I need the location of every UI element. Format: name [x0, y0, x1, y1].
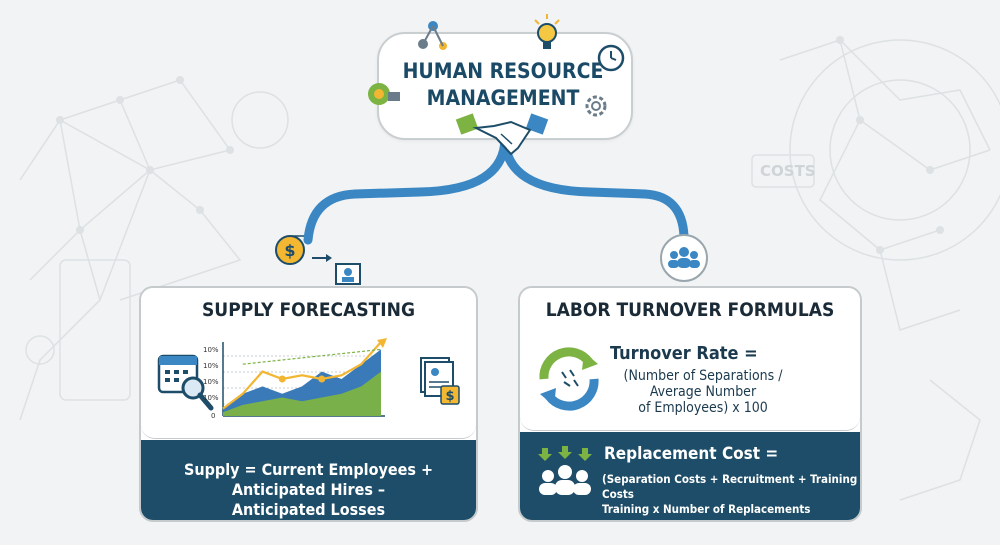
data-point — [278, 375, 286, 383]
trend-line-series — [222, 341, 382, 410]
supply-formula: Supply = Current Employees + Anticipated… — [141, 460, 476, 520]
clock-icon — [597, 44, 625, 72]
gear-icon — [585, 95, 607, 117]
handshake-icon — [456, 113, 549, 156]
hrm-title-line1: HUMAN RESOURCE — [402, 59, 604, 83]
turnover-card-body: LABOR TURNOVER FORMULAS Turnover Rate = … — [520, 288, 860, 431]
projection-line — [242, 348, 382, 365]
supply-card-title: SUPPLY FORECASTING — [202, 299, 415, 321]
supply-forecast-chart — [222, 338, 387, 417]
supply-formula-line1: Supply = Current Employees + — [183, 460, 434, 479]
y-tick-label: 10% — [203, 394, 219, 402]
supply-formula-line3: Anticipated Losses — [231, 500, 386, 519]
supply-forecasting-card: SUPPLY FORECASTING 10% 10% 10% 10% 0 — [139, 286, 478, 522]
svg-text:$: $ — [445, 389, 454, 404]
hrm-title-box — [377, 32, 633, 140]
calendar-search-icon — [157, 354, 214, 411]
trend-arrow-head — [377, 338, 387, 348]
svg-text:$: $ — [284, 241, 295, 260]
lightbulb-icon — [534, 14, 560, 49]
area-series-2 — [223, 371, 381, 416]
turnover-rate-line2: Average Number — [649, 384, 757, 400]
supply-card-body: SUPPLY FORECASTING 10% 10% 10% 10% 0 — [141, 288, 476, 439]
turnover-cycle-icon — [539, 347, 599, 411]
supply-formula-panel: Supply = Current Employees + Anticipated… — [141, 440, 476, 520]
replacement-cost-title: Replacement Cost = — [604, 444, 779, 464]
network-icon — [418, 21, 447, 50]
replacement-cost-line1: (Separation Costs + Recruitment + Traini… — [602, 472, 858, 501]
turnover-rate-title: Turnover Rate = — [610, 343, 758, 364]
background-costs-label: COSTS — [760, 162, 816, 180]
y-tick-label: 10% — [203, 346, 219, 354]
team-group-icon — [660, 234, 708, 282]
labor-turnover-card: LABOR TURNOVER FORMULAS Turnover Rate = … — [518, 286, 862, 522]
document-dollar-icon: $ — [420, 357, 460, 405]
supply-formula-line2: Anticipated Hires – — [231, 480, 386, 499]
y-tick-label: 0 — [211, 412, 216, 420]
people-arrows-icon — [538, 446, 592, 495]
dollar-coin-icon: $ — [275, 235, 305, 265]
hrm-title-line2: MANAGEMENT — [426, 86, 580, 110]
turnover-rate-formula: (Number of Separations / Average Number … — [608, 368, 798, 416]
presentation-icon — [368, 83, 400, 105]
y-tick-label: 10% — [203, 378, 219, 386]
turnover-card-title: LABOR TURNOVER FORMULAS — [545, 299, 835, 321]
hrm-title: HUMAN RESOURCE MANAGEMENT — [377, 58, 629, 112]
data-point — [318, 375, 326, 383]
replacement-cost-formula: (Separation Costs + Recruitment + Traini… — [602, 472, 860, 517]
replacement-cost-panel: Replacement Cost = (Separation Costs + R… — [520, 432, 860, 520]
y-tick-label: 10% — [203, 362, 219, 370]
turnover-rate-line3: of Employees) x 100 — [638, 400, 768, 416]
replacement-cost-line2: Training x Number of Replacements — [602, 502, 811, 516]
turnover-rate-line1: (Number of Separations / — [623, 368, 783, 384]
transfer-arrow-icon — [312, 254, 361, 285]
